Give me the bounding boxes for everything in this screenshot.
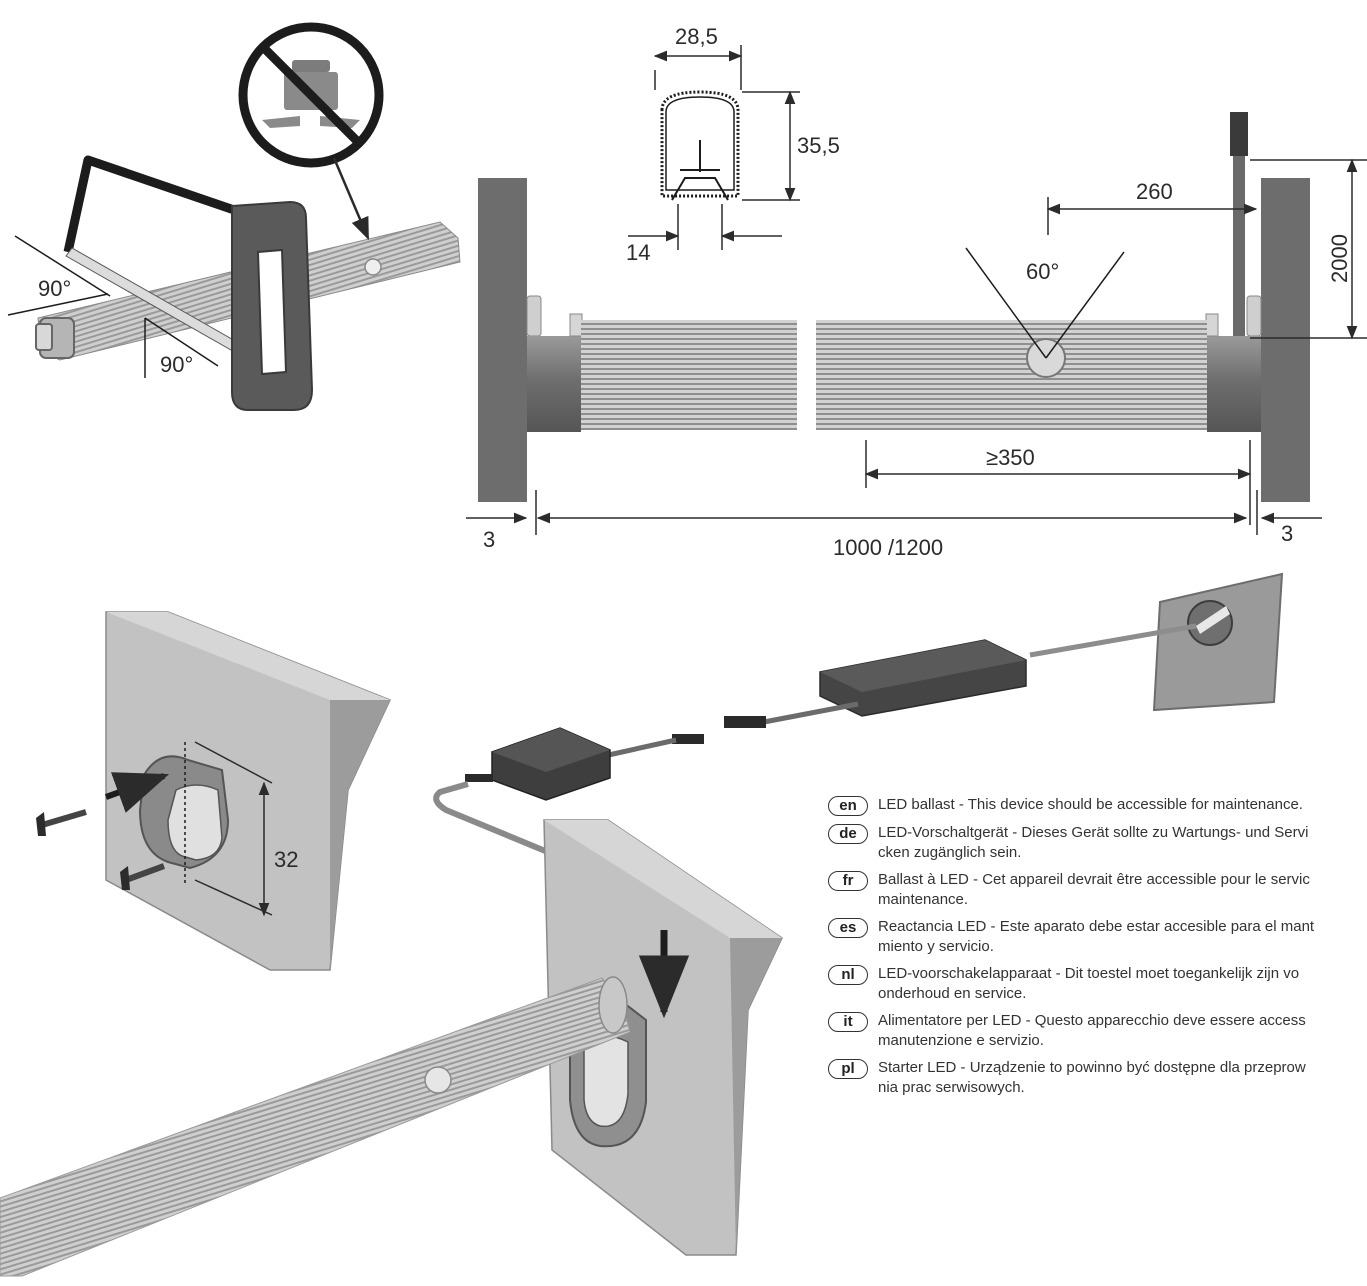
beam-angle-label: 60° [1026,259,1059,284]
language-legend: en LED ballast - This device should be ac… [828,795,1367,1105]
legend-item-en: en LED ballast - This device should be ac… [828,795,1367,816]
screw-icon [36,809,87,836]
language-code-badge: pl [828,1059,868,1079]
power-cable [1233,112,1245,336]
total-length-label: 1000 /1200 [833,535,943,560]
legend-text: Reactancia LED - Este aparato debe estar… [878,918,1315,955]
ballast-connector [724,716,766,728]
legend-item-pl: pl Starter LED - Urządzenie to powinno by… [828,1058,1367,1098]
legend-item-fr: fr Ballast à LED - Cet appareil devrait ê… [828,870,1367,910]
profile-height-label: 35,5 [797,133,840,158]
cut-angle-label-2: 90° [160,352,193,377]
legend-text: Alimentatore per LED - Questo apparecchi… [878,1012,1306,1049]
right-gap-label: 3 [1281,521,1293,546]
installed-tube [0,977,631,1277]
bracket-mounting-illustration: 32 [36,611,392,971]
tube-right-segment [816,320,1207,430]
tube-sensor [424,1066,452,1094]
left-end-cap [527,336,581,432]
legend-text: LED-Vorschaltgerät - Dieses Gerät sollte… [878,824,1309,861]
legend-item-it: it Alimentatore per LED - Questo apparecc… [828,1011,1367,1051]
language-code-badge: fr [828,871,868,891]
legend-item-nl: nl LED-voorschakelapparaat - Dit toestel … [828,964,1367,1004]
cut-angle-label-1: 90° [38,276,71,301]
screw-icon-2 [120,863,166,890]
language-code-badge: de [828,824,868,844]
min-distance-label: ≥350 [986,445,1035,470]
right-end-cap [1207,336,1261,432]
language-code-badge: en [828,796,868,816]
tube-installation-illustration [0,819,783,1277]
legend-text: LED ballast - This device should be acce… [878,796,1303,813]
language-code-badge: nl [828,965,868,985]
legend-text: Ballast à LED - Cet appareil devrait êtr… [878,871,1310,908]
language-code-badge: es [828,918,868,938]
profile-cross-section: 28,5 35,5 14 [626,24,840,265]
profile-base-label: 14 [626,240,650,265]
tube-left-segment [581,320,797,430]
legend-text: LED-voorschakelapparaat - Dit toestel mo… [878,965,1300,1002]
left-gap-label: 3 [483,527,495,552]
legend-item-es: es Reactancia LED - Este aparato debe est… [828,917,1367,957]
legend-item-de: de LED-Vorschaltgerät - Dieses Gerät soll… [828,823,1367,863]
clip-height-label: 32 [274,847,298,872]
language-code-badge: it [828,1012,868,1032]
ballast-assembly [433,572,1284,1011]
left-wall [478,178,527,502]
saw-frame [63,155,242,253]
legend-text: Starter LED - Urządzenie to powinno być … [878,1059,1306,1096]
front-view: 60° 260 2000 ≥350 1000 /1200 3 3 [466,112,1367,560]
no-weight-icon [238,22,384,168]
cable-length-label: 2000 [1327,234,1352,283]
right-wall [1261,178,1310,502]
saw-cut-illustration: 90° 90° [7,22,461,411]
profile-width-label: 28,5 [675,24,718,49]
cable-offset-label: 260 [1136,179,1173,204]
tube-hole [364,258,382,276]
